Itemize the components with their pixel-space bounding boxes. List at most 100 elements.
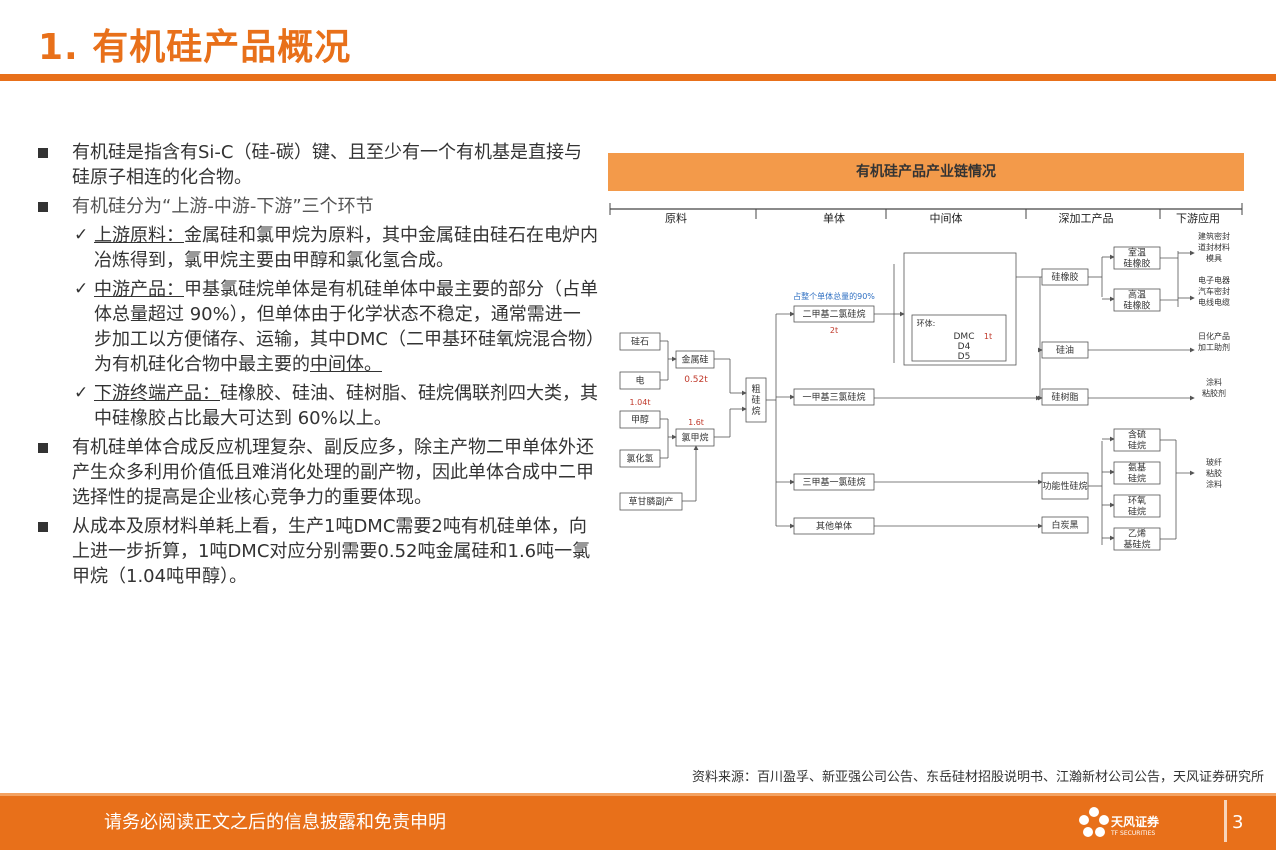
raw-material-box [619, 492, 683, 511]
bullet-item: 有机硅是指含有Si-C（硅-碳）键、且至少有一个有机基是直接与硅原子相连的化合物… [38, 140, 598, 190]
bullet-item: 有机硅单体合成反应机理复杂、副反应多，除主产物二甲单体外还产生众多利用价值低且难… [38, 435, 598, 510]
cyclic-label: 环体: [917, 318, 936, 328]
bullet-text: 有机硅分为“上游-中游-下游”三个环节 [72, 196, 374, 217]
product-label: 硅油 [1056, 344, 1074, 356]
footer-band [0, 793, 1276, 850]
check-icon: ✓ [74, 383, 89, 403]
crude-silane-label: 烷 [751, 405, 760, 417]
sub-bullet-label: 下游终端产品： [94, 383, 220, 404]
stage-label: 单体 [823, 211, 845, 225]
silane-type-box [1113, 461, 1161, 485]
crude-silane-label: 粗 [751, 383, 760, 395]
stage-label-bg [651, 211, 701, 225]
application-label: 涂料 [1206, 479, 1222, 489]
monomer-label: 三甲基一氯硅烷 [802, 476, 865, 488]
raw-material-box [619, 449, 661, 468]
rubber-type-label: 硅橡胶 [1123, 300, 1150, 312]
silane-type-label: 环氧 [1128, 495, 1146, 507]
disclaimer-text: 请务必阅读正文之后的信息披露和免责申明 [104, 812, 446, 833]
stage-label-bg [1061, 211, 1111, 225]
stage-label-bg [809, 211, 859, 225]
sub-bullet-item: ✓ 中游产品：甲基氯硅烷单体是有机硅单体中最主要的部分（占单体总量超过 90%）… [38, 277, 598, 377]
dmc-ratio: 1t [984, 332, 992, 341]
silane-type-box [1113, 494, 1161, 518]
methyl-chloride-ratio: 1.6t [688, 418, 704, 427]
stage-label-bg [1173, 211, 1223, 225]
silane-type-label: 含硫 [1128, 429, 1146, 441]
application-label: 电线电缆 [1198, 297, 1230, 307]
diagram-canvas: 原料单体中间体深加工产品下游应用 硅石电甲醇氯化氢草甘膦副产金属硅0.52t氯甲… [609, 203, 1243, 551]
square-bullet-icon [38, 443, 48, 453]
monomer-label: 二甲基二氯硅烷 [802, 308, 865, 320]
monomer-ratio: 2t [830, 326, 838, 335]
silane-type-label: 硅烷 [1128, 473, 1146, 485]
diagram-title: 有机硅产品产业链情况 [608, 153, 1244, 191]
application-label: 建筑密封 [1198, 231, 1230, 241]
bullet-text: 从成本及原材料单耗上看，生产1吨DMC需要2吨有机硅单体，向上进一步折算，1吨D… [72, 516, 591, 587]
application-label: 玻纤 [1206, 457, 1222, 467]
cyclic-item: DMC [954, 332, 975, 342]
sub-bullet-label: 中游产品： [94, 279, 184, 300]
sub-bullet-text: 硅橡胶、硅油、硅树脂、硅烷偶联剂四大类，其中硅橡胶占比最大可达到 60%以上。 [94, 383, 598, 429]
rubber-type-label: 高温 [1128, 289, 1146, 301]
product-label: 功能性硅烷 [1042, 480, 1087, 492]
rubber-type-label: 硅橡胶 [1123, 258, 1150, 270]
monomer-share-note: 占整个单体总量的90% [793, 291, 875, 301]
monomer-label: 一甲基三氯硅烷 [802, 391, 865, 403]
product-label: 白炭黑 [1051, 519, 1078, 531]
page-separator [1224, 800, 1227, 842]
source-note: 资料来源：百川盈孚、新亚强公司公告、东岳硅材招股说明书、江瀚新材公司公告，天风证… [691, 770, 1264, 785]
product-box [1041, 472, 1089, 500]
bullet-item: 从成本及原材料单耗上看，生产1吨DMC需要2吨有机硅单体，向上进一步折算，1吨D… [38, 514, 598, 589]
cyclic-box [911, 314, 1007, 362]
bullet-list: 有机硅是指含有Si-C（硅-碳）键、且至少有一个有机基是直接与硅原子相连的化合物… [38, 140, 598, 593]
metal-silicon-ratio: 0.52t [684, 375, 708, 385]
bullet-item: 有机硅分为“上游-中游-下游”三个环节 [38, 194, 598, 219]
page-number: 3 [1232, 812, 1244, 833]
application-label: 道封材料 [1198, 242, 1230, 252]
cyclic-item: D4 [958, 342, 971, 352]
silane-type-label: 基硅烷 [1123, 539, 1150, 551]
stage-label: 原料 [665, 211, 687, 225]
bullet-text: 有机硅是指含有Si-C（硅-碳）键、且至少有一个有机基是直接与硅原子相连的化合物… [72, 142, 582, 188]
raw-material-label: 草甘膦副产 [628, 496, 673, 508]
raw-material-label: 硅石 [631, 336, 649, 348]
application-label: 涂料 [1206, 377, 1222, 387]
application-label: 模具 [1206, 253, 1222, 263]
sub-bullet-text: 金属硅和氯甲烷为原料，其中金属硅由硅石在电炉内冶炼得到，氯甲烷主要由甲醇和氯化氢… [94, 225, 598, 271]
page-title: 1. 有机硅产品概况 [38, 27, 352, 68]
silane-type-label: 乙烯 [1128, 528, 1146, 540]
raw-material-label: 甲醇 [631, 414, 649, 426]
brand-subtitle: TF SECURITIES [1111, 830, 1156, 837]
sub-bullet-emphasis: 中间体。 [310, 354, 382, 375]
application-label: 粘胶 [1206, 468, 1222, 478]
metal-silicon-label: 金属硅 [681, 354, 708, 366]
rubber-type-label: 室温 [1128, 247, 1146, 259]
crude-silane-label: 硅 [751, 394, 760, 406]
brand-name: 天风证券 [1111, 815, 1160, 829]
silane-type-label: 硅烷 [1128, 506, 1146, 518]
application-label: 汽车密封 [1198, 286, 1230, 296]
brand-flower-icon [1079, 807, 1109, 837]
footer-top-line [0, 793, 1276, 796]
square-bullet-icon [38, 148, 48, 158]
stage-label: 深加工产品 [1059, 211, 1114, 225]
application-label: 加工助剂 [1198, 342, 1230, 352]
methanol-ratio: 1.04t [630, 398, 651, 407]
application-label: 电子电器 [1198, 275, 1230, 285]
product-label: 硅树脂 [1051, 391, 1078, 403]
raw-material-box [619, 332, 661, 351]
methyl-chloride-label: 氯甲烷 [681, 432, 708, 444]
square-bullet-icon [38, 522, 48, 532]
sub-bullet-label: 上游原料： [94, 225, 184, 246]
industry-chain-diagram: 有机硅产品产业链情况 原料单体中间体深加工产品下游应用 硅石电甲醇氯化氢草甘膦副… [608, 153, 1244, 565]
stage-label-bg [921, 211, 971, 225]
monomer-box [793, 388, 875, 406]
application-label: 粘胶剂 [1202, 388, 1226, 398]
raw-material-box [619, 371, 661, 390]
raw-material-label: 电 [635, 375, 644, 387]
silane-type-label: 硅烷 [1128, 440, 1146, 452]
application-label: 日化产品 [1198, 331, 1230, 341]
cyclic-item: D5 [958, 352, 971, 362]
bullet-text: 有机硅单体合成反应机理复杂、副反应多，除主产物二甲单体外还产生众多利用价值低且难… [72, 437, 594, 508]
